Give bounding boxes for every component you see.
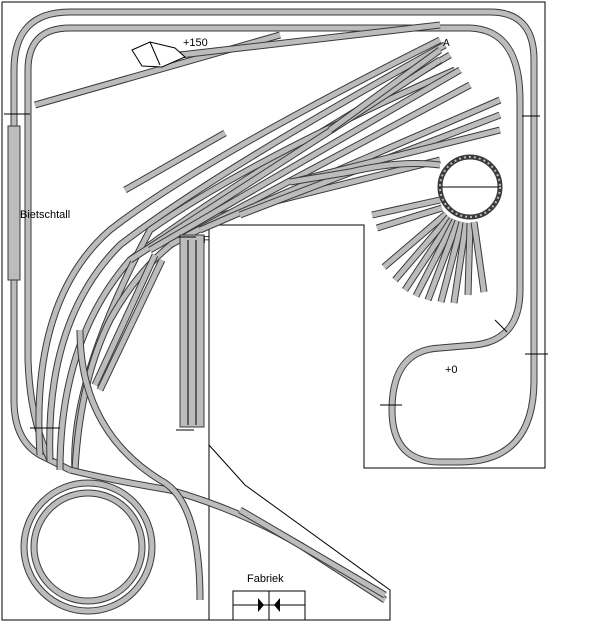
- turntable: [289, 154, 503, 220]
- marker-f-label: F: [203, 235, 210, 246]
- elevation-low-label: +0: [445, 364, 458, 376]
- marker-a-label: A: [443, 38, 450, 49]
- station-name-label: Bietschtall: [20, 209, 71, 221]
- main-loop-track: [10, 8, 538, 466]
- turntable-stalls: [371, 196, 488, 304]
- elevation-high-label: +150: [183, 37, 208, 49]
- helix-loop: [20, 479, 156, 615]
- factory-building: [232, 590, 306, 621]
- baseboard-outline: [1, 1, 546, 621]
- track-markers: [4, 113, 548, 431]
- station-building: [131, 41, 186, 68]
- factory-label: Fabriek: [247, 573, 284, 585]
- left-sidings: [7, 125, 205, 428]
